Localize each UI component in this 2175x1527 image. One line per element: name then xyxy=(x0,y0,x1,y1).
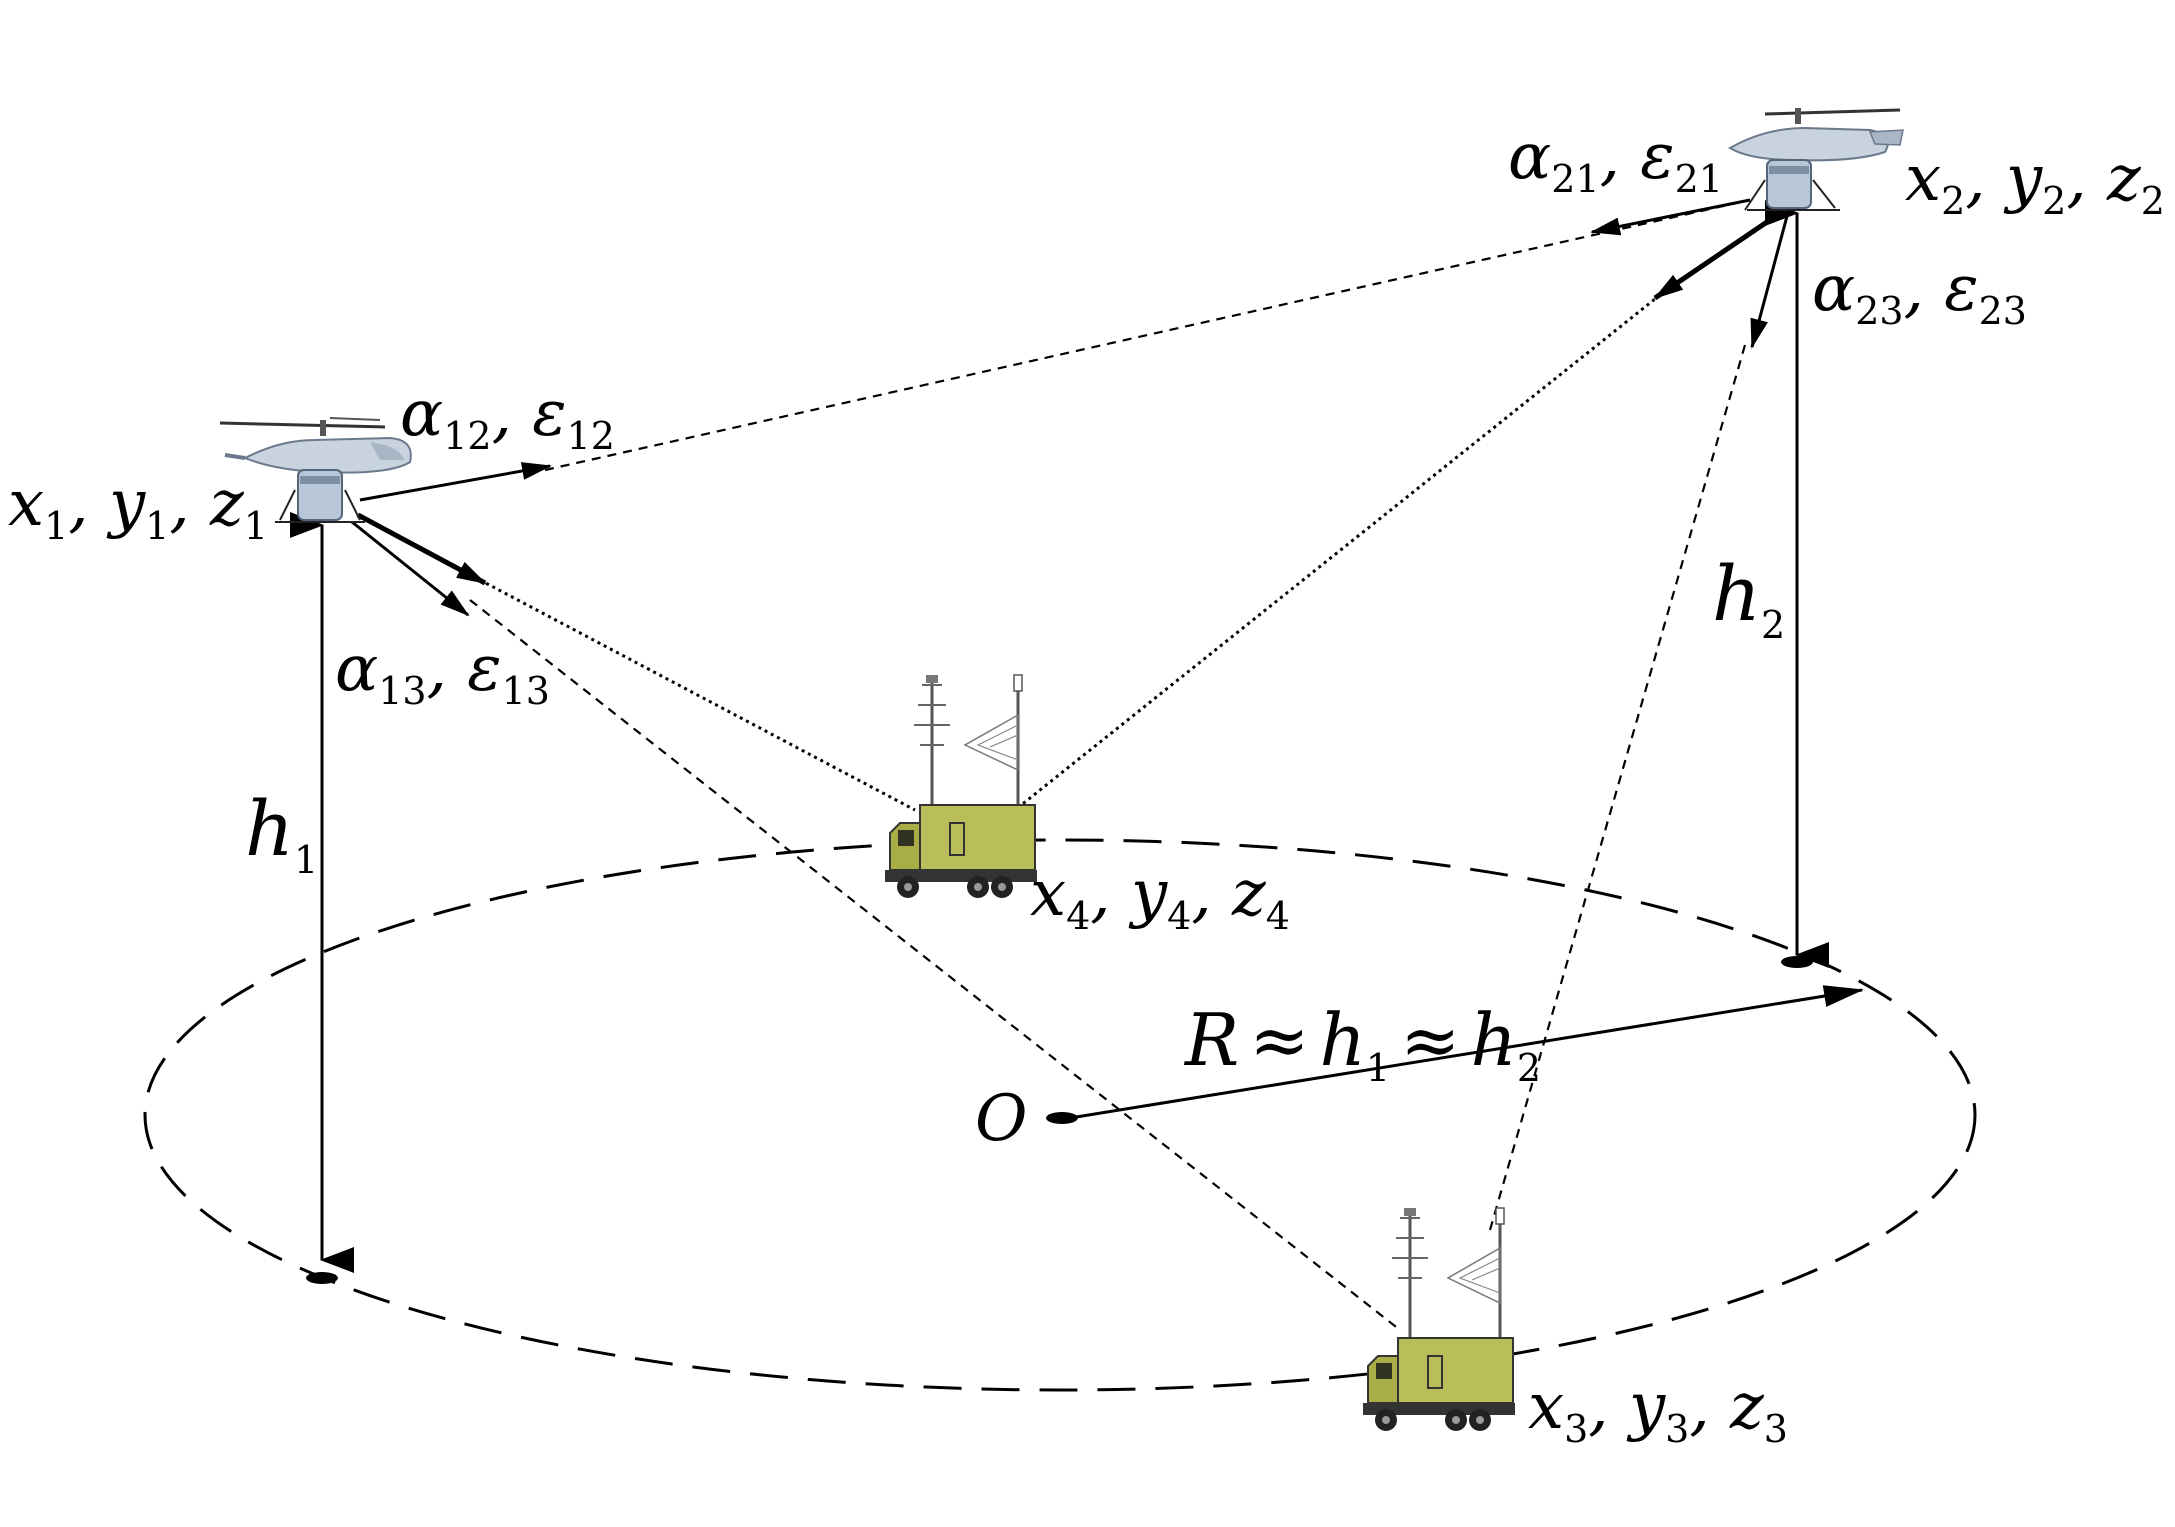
los-2-4 xyxy=(1014,293,1661,812)
los-1-2 xyxy=(544,198,1751,472)
label-truck3-coords: x3, y3, z3 xyxy=(1528,1370,1788,1451)
los-1-3 xyxy=(469,599,1401,1331)
label-truck4-coords: x4, y4, z4 xyxy=(1030,857,1290,938)
label-drone1-coords: x1, y1, z1 xyxy=(8,467,268,548)
drone-2-icon xyxy=(1728,108,1904,211)
label-center-o: O xyxy=(975,1082,1027,1156)
arrow-a24 xyxy=(1653,202,1794,301)
drone-1-icon xyxy=(219,417,412,523)
los-1-4 xyxy=(479,578,916,812)
label-h1: h1 xyxy=(245,784,318,882)
arrow-a21 xyxy=(1590,198,1751,236)
label-angle-23: α23, ε23 xyxy=(1812,252,2027,333)
radius-arrow xyxy=(1069,985,1864,1120)
arrow-a13 xyxy=(351,520,470,617)
arrow-a23 xyxy=(1750,204,1792,349)
center-point xyxy=(1046,1112,1078,1124)
label-angle-13: α13, ε13 xyxy=(335,632,550,713)
coverage-ellipse xyxy=(143,838,1977,1392)
truck-4-icon xyxy=(885,674,1037,898)
label-radius: R≈h1≈h2 xyxy=(1183,998,1541,1090)
los-2-3 xyxy=(1488,344,1747,1231)
label-angle-21: α21, ε21 xyxy=(1508,120,1723,201)
arrow-a12 xyxy=(359,462,552,502)
arrow-a14 xyxy=(356,512,487,586)
ground-point-1 xyxy=(306,1272,338,1284)
label-angle-12: α12, ε12 xyxy=(400,377,615,458)
label-h2: h2 xyxy=(1712,549,1785,647)
ground-point-2 xyxy=(1781,956,1813,968)
label-drone2-coords: x2, y2, z2 xyxy=(1905,142,2165,223)
truck-3-icon xyxy=(1363,1207,1515,1431)
